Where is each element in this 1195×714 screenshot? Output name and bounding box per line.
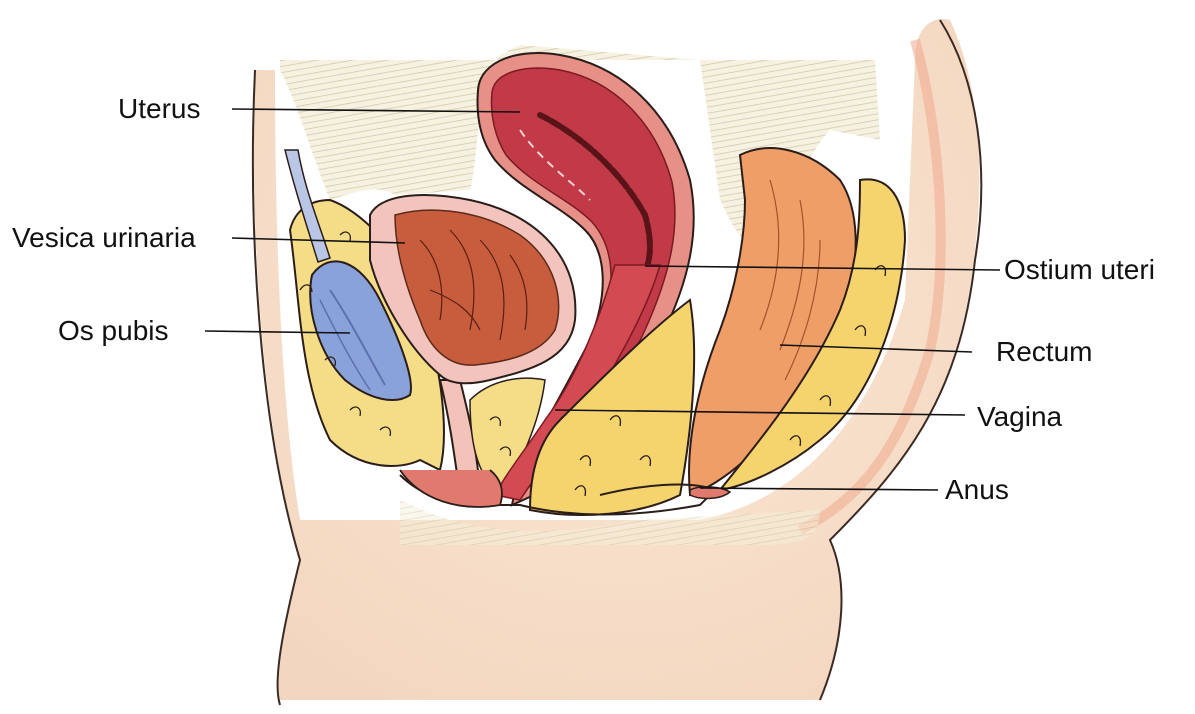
label-ostium-uteri: Ostium uteri <box>1004 256 1155 284</box>
labia <box>400 470 502 507</box>
label-uterus: Uterus <box>118 95 200 123</box>
label-os-pubis: Os pubis <box>58 317 169 345</box>
label-rectum: Rectum <box>996 338 1092 366</box>
label-anus: Anus <box>945 476 1009 504</box>
leader-anus <box>700 488 938 490</box>
label-vesica-urinaria: Vesica urinaria <box>12 224 196 252</box>
label-vagina: Vagina <box>977 403 1062 431</box>
